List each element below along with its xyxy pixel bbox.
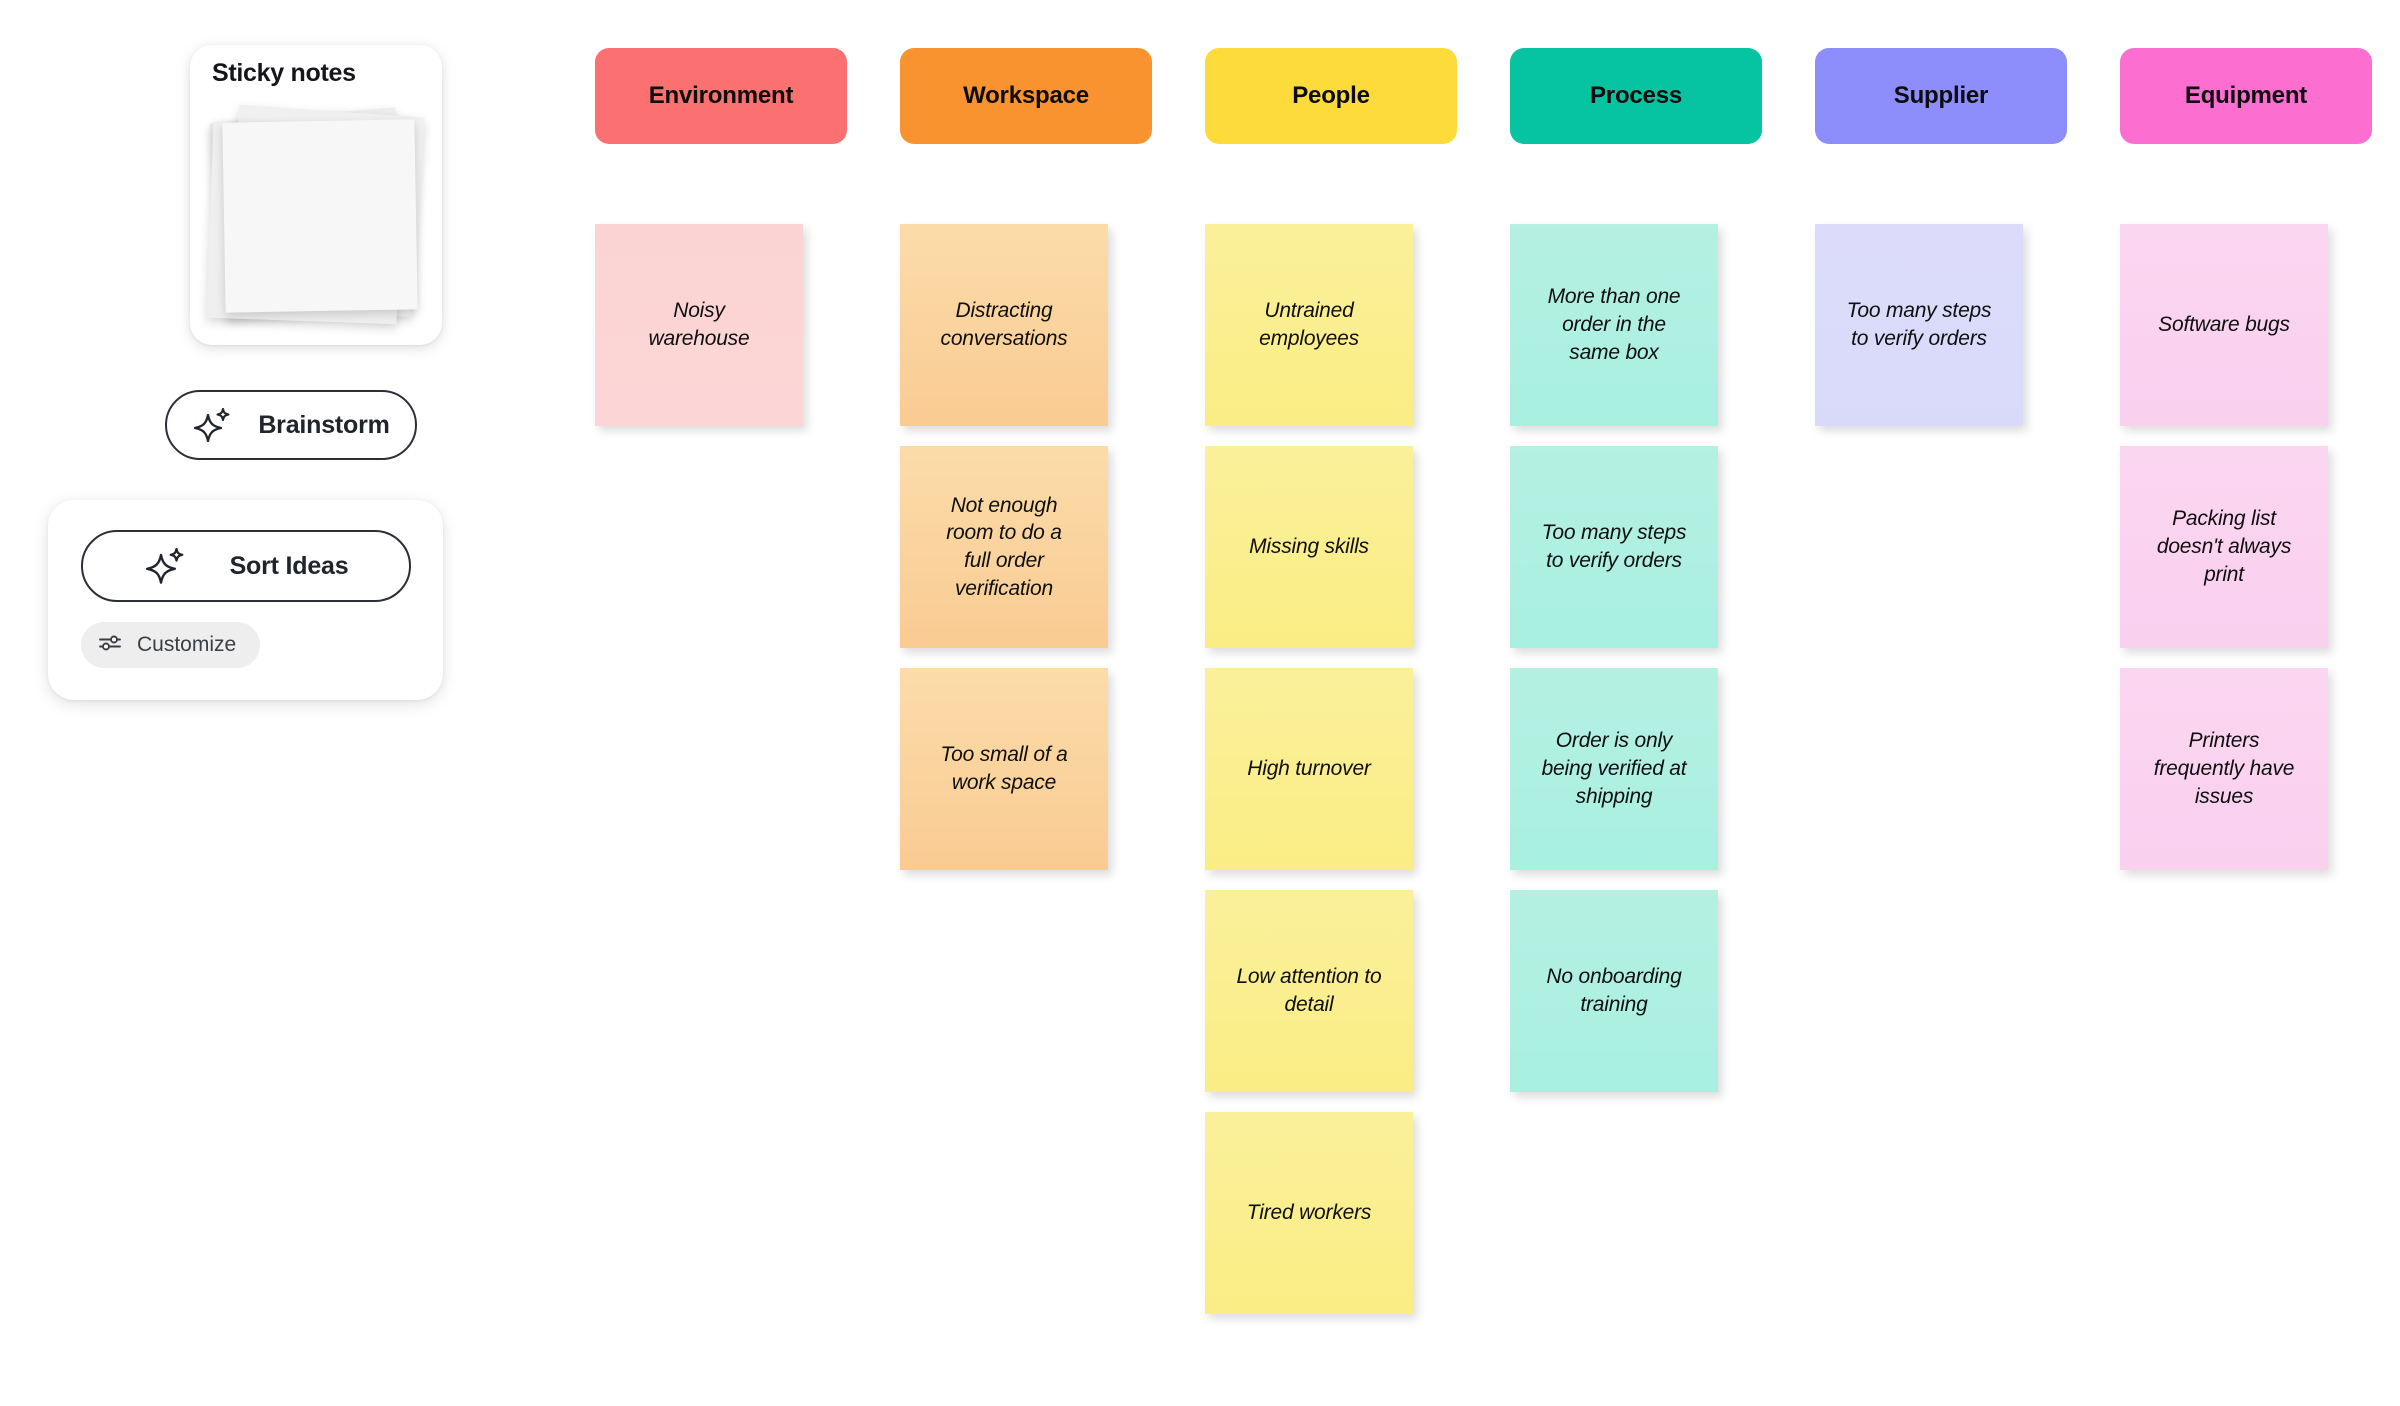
sticky-note-text: Software bugs — [2158, 313, 2290, 337]
sparkle-icon — [144, 544, 188, 588]
sticky-note[interactable]: Software bugs — [2120, 224, 2328, 426]
sliders-icon — [97, 630, 123, 661]
customize-button[interactable]: Customize — [81, 622, 261, 668]
sort-ideas-card: Sort Ideas Customize — [48, 500, 443, 700]
column-header-label: Process — [1590, 82, 1682, 109]
column-header-label: Environment — [648, 82, 794, 109]
sticky-note-text: High turnover — [1247, 757, 1371, 781]
brainstorm-label: Brainstorm — [258, 410, 390, 439]
column-header-label: Workspace — [963, 82, 1089, 109]
column-header-people[interactable]: People — [1205, 48, 1457, 144]
column-header-label: Supplier — [1893, 82, 1989, 109]
column-header-supplier[interactable]: Supplier — [1815, 48, 2067, 144]
sticky-note-text: Missing skills — [1249, 535, 1369, 559]
brainstorm-button[interactable]: Brainstorm — [165, 390, 417, 460]
sticky-notes-title: Sticky notes — [212, 59, 356, 87]
sticky-note[interactable]: High turnover — [1205, 668, 1413, 870]
tool-panel: Sticky notes Brainstorm Sort Ideas — [0, 0, 470, 760]
sort-ideas-button[interactable]: Sort Ideas — [81, 530, 411, 602]
sticky-notes-thumbnail-card[interactable]: Sticky notes — [190, 45, 442, 345]
column-header-environment[interactable]: Environment — [595, 48, 847, 144]
column-header-workspace[interactable]: Workspace — [900, 48, 1152, 144]
customize-label: Customize — [137, 633, 237, 656]
column-header-label: Equipment — [2184, 82, 2308, 109]
sparkle-icon — [192, 404, 234, 446]
column-header-process[interactable]: Process — [1510, 48, 1762, 144]
sticky-note[interactable]: Tired workers — [1205, 1112, 1413, 1314]
sticky-note-text: Tired workers — [1246, 1201, 1372, 1225]
column-header-label: People — [1292, 82, 1370, 109]
sort-ideas-label: Sort Ideas — [229, 551, 349, 580]
sticky-note[interactable]: Missing skills — [1205, 446, 1413, 648]
column-header-equipment[interactable]: Equipment — [2120, 48, 2372, 144]
